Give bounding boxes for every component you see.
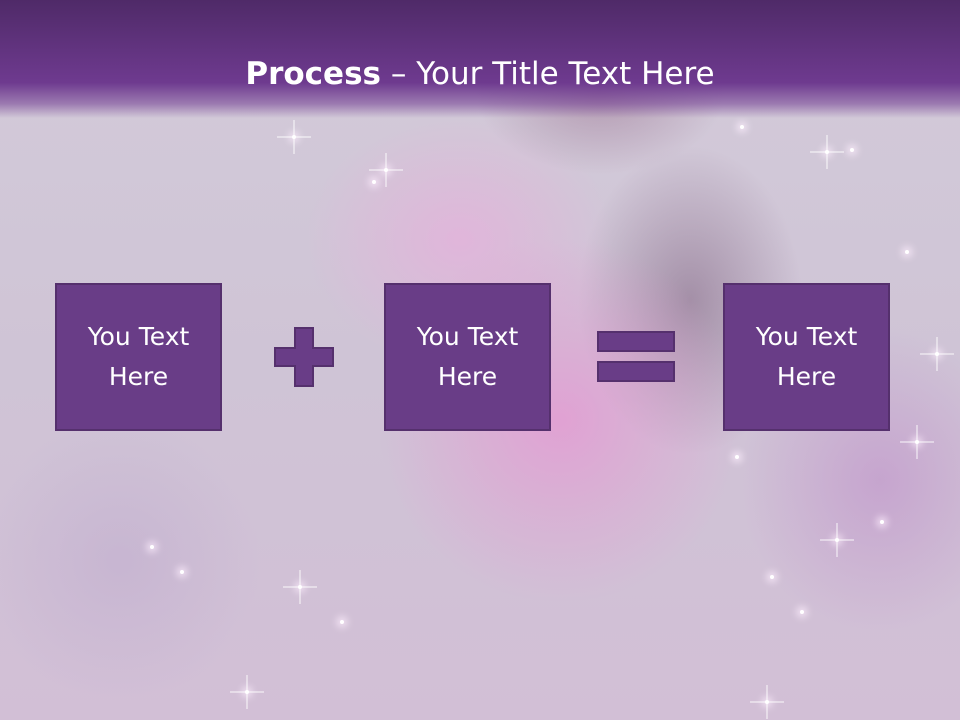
process-box-3[interactable]: You Text Here	[723, 283, 890, 431]
process-box-1[interactable]: You Text Here	[55, 283, 222, 431]
slide-title: Process – Your Title Text Here	[0, 52, 960, 96]
plus-icon	[273, 326, 335, 388]
title-bold: Process	[245, 56, 381, 92]
process-box-2[interactable]: You Text Here	[384, 283, 551, 431]
title-rest: – Your Title Text Here	[381, 56, 715, 92]
process-box-2-text: You Text Here	[416, 322, 519, 391]
title-bar: Process – Your Title Text Here	[0, 0, 960, 118]
process-box-3-text: You Text Here	[755, 322, 858, 391]
equals-icon	[596, 330, 676, 386]
process-box-1-text: You Text Here	[87, 322, 190, 391]
